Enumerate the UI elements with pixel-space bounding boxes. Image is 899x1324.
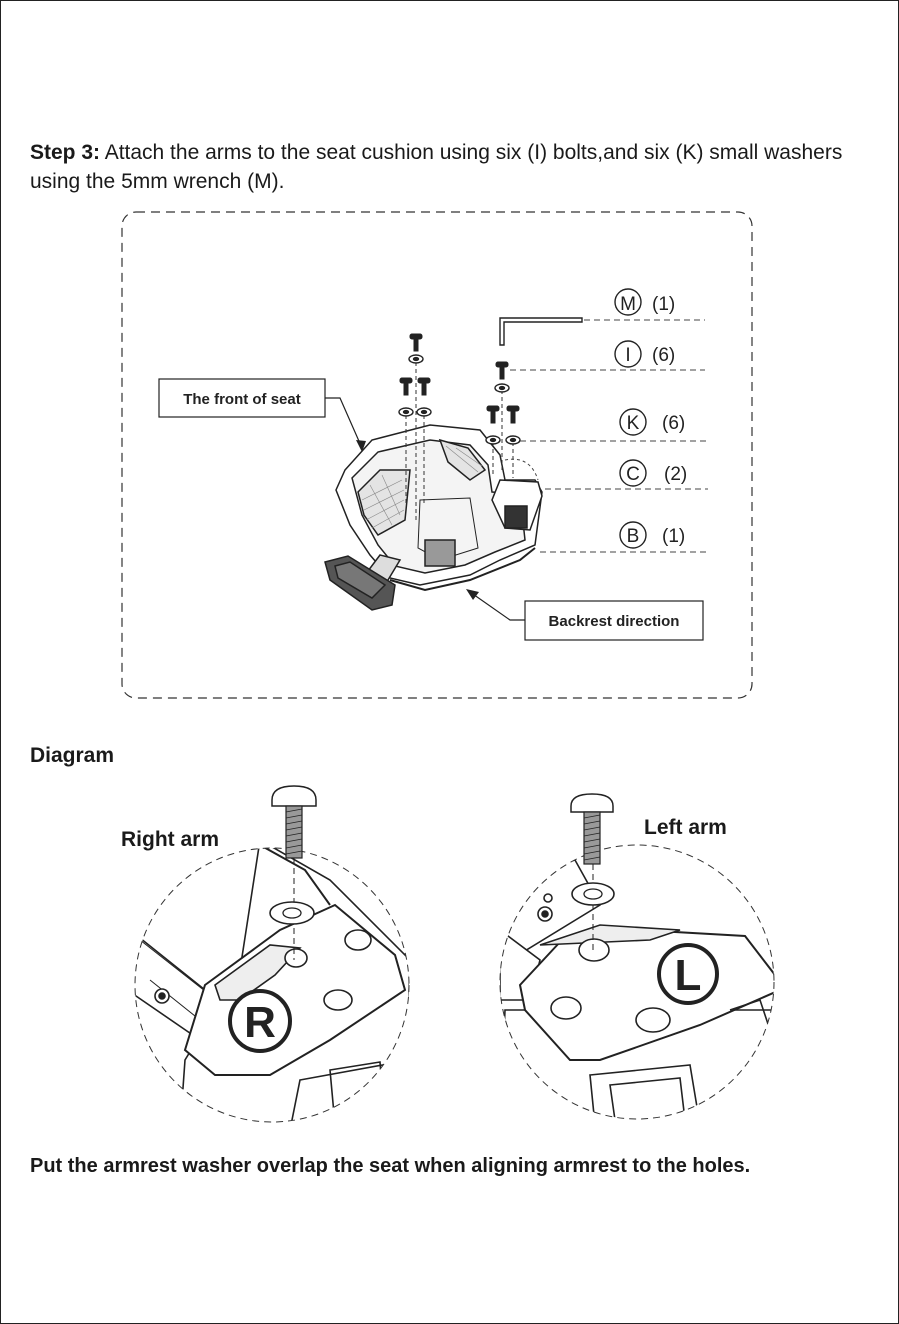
washer-icon (417, 408, 431, 416)
right-badge-letter: R (244, 998, 276, 1047)
arrowhead-icon (466, 589, 479, 600)
part-letter: K (627, 413, 640, 434)
footer-note: Put the armrest washer overlap the seat … (30, 1155, 750, 1178)
washer-icon (486, 436, 500, 444)
part-letter: B (627, 526, 640, 547)
left-arm-label: Left arm (644, 816, 727, 839)
washer-icon (270, 902, 314, 924)
part-qty: (1) (662, 526, 685, 547)
washer-icon (506, 436, 520, 444)
part-item-b: B (1) (620, 522, 685, 548)
callout-backrest-direction: Backrest direction (466, 589, 703, 640)
right-arm-detail: R Right arm (120, 786, 410, 1130)
callout-text: The front of seat (183, 391, 301, 408)
bolt-icon (507, 406, 519, 423)
washer-icon (572, 883, 614, 905)
bolt-icon (272, 786, 316, 858)
bolt-icon (496, 362, 508, 379)
part-qty: (6) (652, 345, 675, 366)
part-item-m: M (1) (615, 289, 675, 315)
callout-text: Backrest direction (549, 613, 680, 630)
part-item-k: K (6) (620, 409, 685, 435)
washer-icon (409, 355, 423, 363)
part-letter: C (626, 464, 640, 485)
washer-icon (495, 384, 509, 392)
bolt-icon (410, 334, 422, 351)
part-qty: (6) (662, 413, 685, 434)
part-item-c: C (2) (620, 460, 687, 486)
bolt-icon (418, 378, 430, 395)
part-letter: I (625, 345, 630, 366)
hex-wrench-icon (500, 318, 582, 345)
left-badge-letter: L (675, 951, 702, 1000)
part-qty: (2) (664, 464, 687, 485)
callout-front-of-seat: The front of seat (159, 379, 366, 452)
seat-assembly-illustration (325, 425, 542, 610)
bolt-icon (487, 406, 499, 423)
part-item-i: I (6) (615, 341, 675, 367)
left-arm-detail: L Left arm (500, 794, 780, 1125)
diagram-heading: Diagram (30, 744, 114, 768)
bolt-icon (400, 378, 412, 395)
part-qty: (1) (652, 294, 675, 315)
part-list: M (1) I (6) K (6) C (2) B (1) (615, 289, 687, 548)
part-letter: M (620, 294, 636, 315)
washer-icon (399, 408, 413, 416)
bolt-icon (571, 794, 613, 864)
right-arm-label: Right arm (121, 828, 219, 851)
